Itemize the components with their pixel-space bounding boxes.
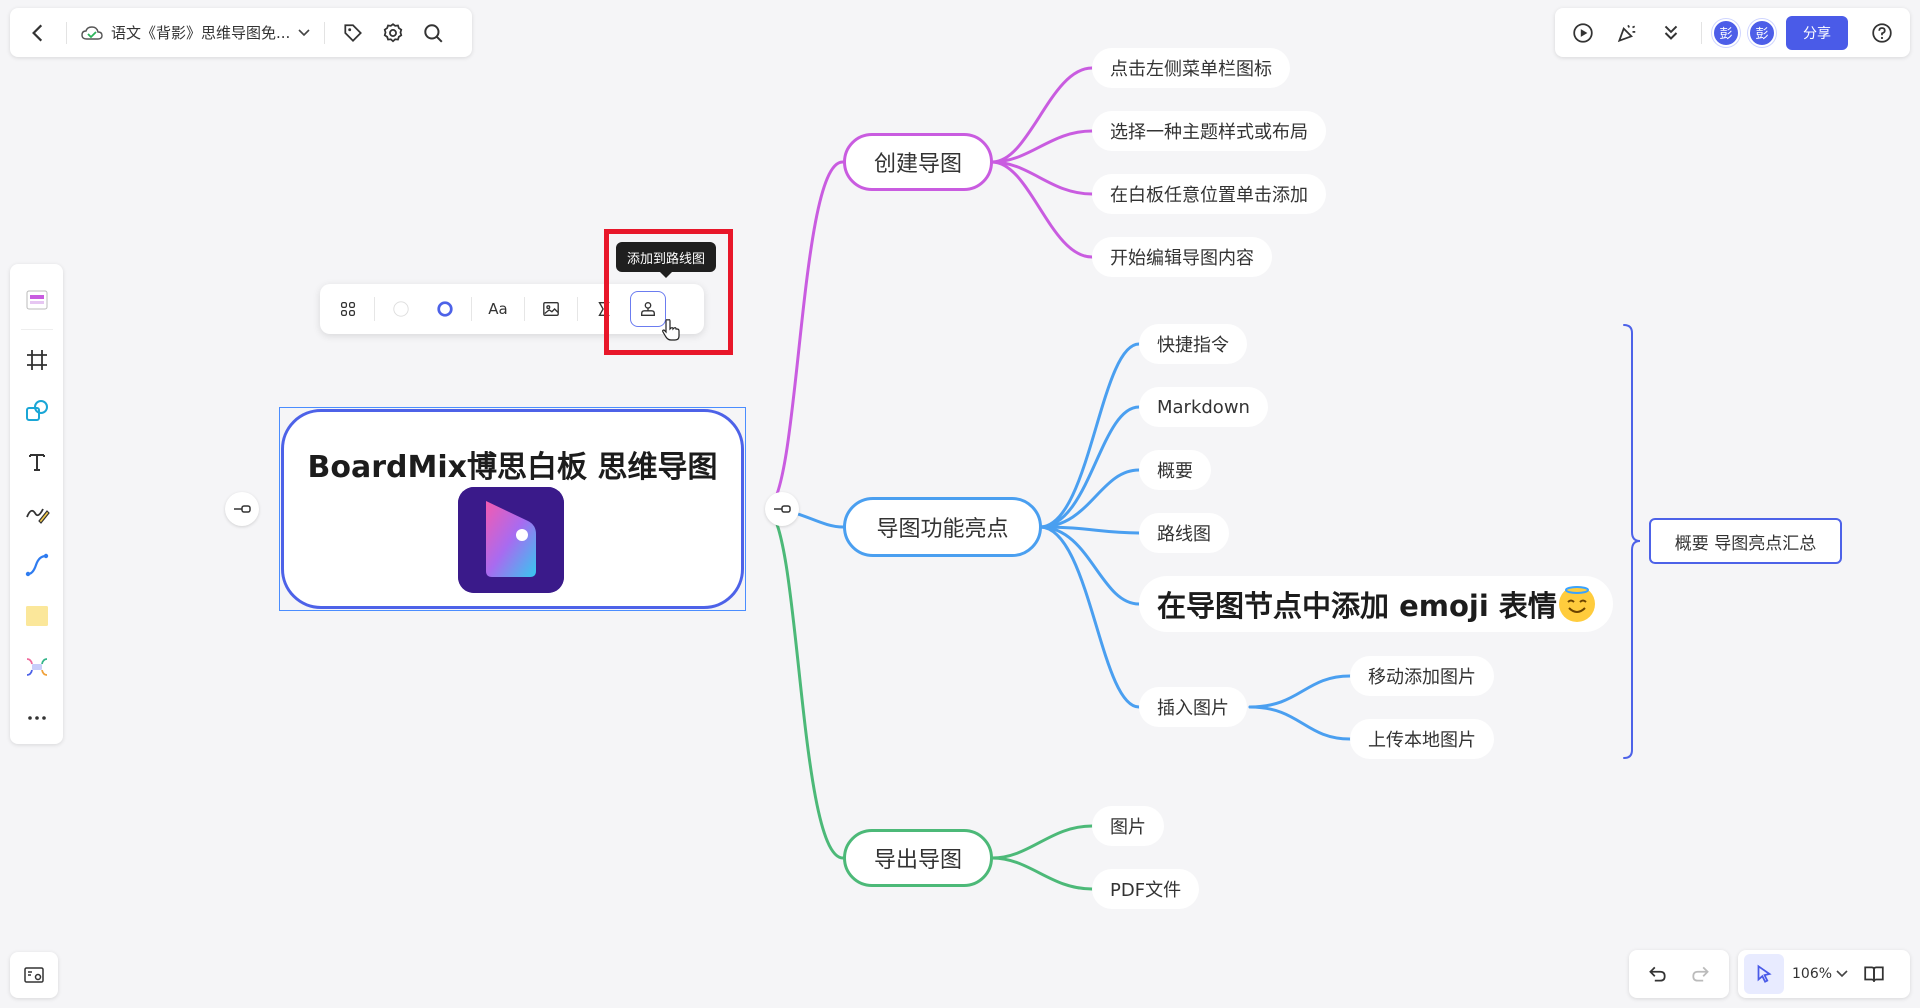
help-icon[interactable] xyxy=(1862,13,1902,53)
chevron-down-icon[interactable] xyxy=(1836,970,1848,978)
branch-export[interactable]: 导出导图 xyxy=(843,829,993,887)
zoom-level[interactable]: 106% xyxy=(1792,966,1833,982)
back-arrow-icon[interactable] xyxy=(18,13,58,53)
node-shortcuts[interactable]: 快捷指令 xyxy=(1139,324,1247,364)
roadmap-tooltip: 添加到路线图 xyxy=(616,242,717,278)
node-move-image[interactable]: 移动添加图片 xyxy=(1350,656,1494,696)
history-controls xyxy=(1629,950,1729,998)
book-view-icon[interactable] xyxy=(1854,954,1894,994)
search-icon[interactable] xyxy=(413,13,453,53)
top-right-toolbar: 彭 彭 分享 xyxy=(1555,8,1910,57)
zoom-controls: 106% xyxy=(1738,950,1910,998)
summary-bracket xyxy=(1623,324,1641,759)
doc-title-dropdown[interactable]: 语文《背影》思维导图免... xyxy=(75,15,316,51)
play-presentation-icon[interactable] xyxy=(1563,13,1603,53)
node-roadmap[interactable]: 路线图 xyxy=(1139,513,1229,553)
fill-color-button[interactable] xyxy=(379,289,423,329)
branch-features[interactable]: 导图功能亮点 xyxy=(843,497,1042,557)
border-color-button[interactable] xyxy=(423,289,467,329)
toolbar-divider xyxy=(471,297,472,321)
node-summary[interactable]: 概要 xyxy=(1139,450,1211,490)
celebrate-icon[interactable] xyxy=(1607,13,1647,53)
more-icon[interactable] xyxy=(15,693,59,744)
node-choose-theme[interactable]: 选择一种主题样式或布局 xyxy=(1092,111,1326,151)
root-node[interactable]: BoardMix博思白板 思维导图 xyxy=(281,409,744,609)
select-cursor-icon[interactable] xyxy=(1744,954,1784,994)
node-emoji[interactable]: 在导图节点中添加 emoji 表情 xyxy=(1139,576,1613,632)
add-to-roadmap-button[interactable] xyxy=(630,291,666,327)
node-emoji-label: 在导图节点中添加 emoji 表情 xyxy=(1157,589,1557,623)
connector-icon[interactable] xyxy=(15,539,59,590)
top-left-toolbar: 语文《背影》思维导图免... xyxy=(10,8,472,57)
root-title: BoardMix博思白板 思维导图 xyxy=(307,450,718,485)
toolbar-divider xyxy=(374,297,375,321)
left-toolbar xyxy=(10,264,63,744)
text-style-button[interactable]: Aa xyxy=(488,300,508,318)
node-markdown[interactable]: Markdown xyxy=(1139,387,1268,427)
toolbar-divider xyxy=(1701,21,1702,44)
connector-create xyxy=(768,160,845,509)
node-click-left-menu[interactable]: 点击左侧菜单栏图标 xyxy=(1092,48,1290,88)
doc-title-text: 语文《背影》思维导图免... xyxy=(111,24,291,42)
node-start-editing[interactable]: 开始编辑导图内容 xyxy=(1092,237,1272,277)
tag-icon[interactable] xyxy=(333,13,373,53)
text-icon[interactable] xyxy=(15,437,59,488)
share-button[interactable]: 分享 xyxy=(1786,15,1848,50)
gear-icon[interactable] xyxy=(373,13,413,53)
chevron-down-icon xyxy=(298,28,310,36)
hand-cursor-icon xyxy=(662,319,680,341)
connector-export xyxy=(768,509,845,860)
node-export-image[interactable]: 图片 xyxy=(1092,806,1164,846)
frame-icon[interactable] xyxy=(15,334,59,385)
cloud-synced-icon xyxy=(81,25,103,40)
minimap-toggle[interactable] xyxy=(10,952,58,998)
root-right-collapse-button[interactable] xyxy=(765,492,799,526)
avatar[interactable]: 彭 xyxy=(1712,18,1740,47)
toolbar-divider xyxy=(66,21,67,44)
summary-node[interactable]: 概要 导图亮点汇总 xyxy=(1649,518,1842,564)
branch-create[interactable]: 创建导图 xyxy=(843,133,993,191)
sticker-icon[interactable] xyxy=(582,289,626,329)
node-upload-image[interactable]: 上传本地图片 xyxy=(1350,719,1494,759)
toolbar-divider xyxy=(20,329,53,331)
undo-icon[interactable] xyxy=(1637,954,1677,994)
mindmap-icon[interactable] xyxy=(15,642,59,693)
boardmix-logo xyxy=(458,487,564,593)
root-left-collapse-button[interactable] xyxy=(225,492,259,526)
toolbar-divider xyxy=(324,21,326,44)
layout-grid-icon[interactable] xyxy=(326,289,370,329)
toolbar-divider xyxy=(577,297,578,321)
node-format-toolbar: Aa xyxy=(320,284,704,334)
redo-icon[interactable] xyxy=(1681,954,1721,994)
node-export-pdf[interactable]: PDF文件 xyxy=(1092,869,1200,909)
shape-icon[interactable] xyxy=(15,385,59,436)
node-insert-image[interactable]: 插入图片 xyxy=(1139,687,1247,727)
halo-smile-emoji-icon xyxy=(1558,586,1595,622)
node-click-board[interactable]: 在白板任意位置单击添加 xyxy=(1092,174,1326,214)
pen-icon[interactable] xyxy=(15,488,59,539)
minimap-icon xyxy=(24,967,44,983)
avatar[interactable]: 彭 xyxy=(1748,18,1776,47)
double-chevron-down-icon[interactable] xyxy=(1651,13,1691,53)
image-icon[interactable] xyxy=(529,289,573,329)
template-icon[interactable] xyxy=(15,274,59,325)
sticky-note-icon[interactable] xyxy=(15,590,59,641)
toolbar-divider xyxy=(524,297,525,321)
